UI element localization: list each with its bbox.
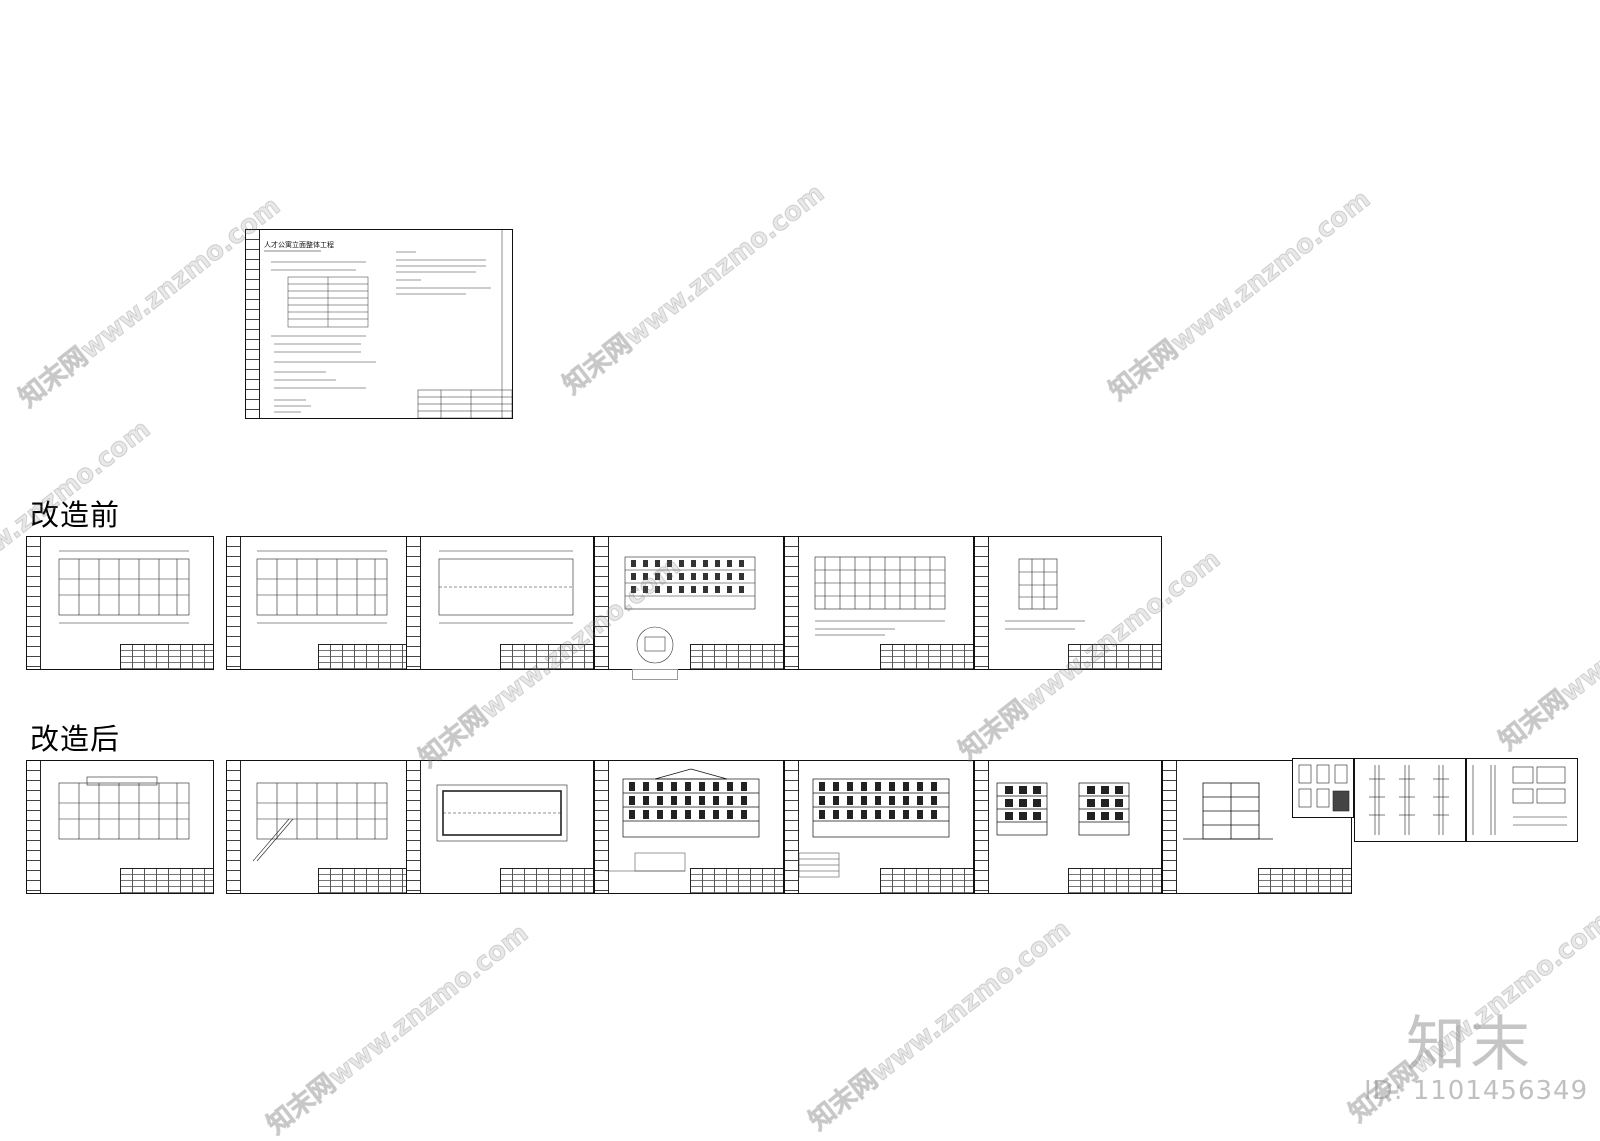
zoom-badge <box>632 669 678 680</box>
watermark: 知末网www.znzmo.com <box>261 918 535 1141</box>
detail-sheet-window-details[interactable] <box>1292 758 1354 818</box>
side-elevation-drawing <box>1005 558 1085 630</box>
after-sheet-1-floor-plan[interactable] <box>26 760 214 894</box>
floor-plan-drawing <box>58 776 190 840</box>
sheet-binding-strip <box>407 761 421 893</box>
before-sheet-5-rear-elevation[interactable] <box>784 536 974 670</box>
watermark: 知末网www.znzmo.com <box>1103 184 1377 407</box>
before-sheet-6-side-elevation[interactable] <box>974 536 1162 670</box>
floor-plan-drawing <box>58 550 190 624</box>
before-sheet-4-front-elevation[interactable] <box>594 536 784 670</box>
watermark: 知末网www.znzmo.com <box>1493 534 1600 757</box>
sheet-binding-strip <box>1163 761 1177 893</box>
sheet-binding-strip <box>595 761 609 893</box>
sheet-binding-strip <box>227 761 241 893</box>
elevation-drawing <box>624 556 756 664</box>
sheet-binding-strip <box>27 537 41 669</box>
brand-id-label: ID: 1101456349 <box>1364 1076 1589 1106</box>
after-section-label: 改造后 <box>30 722 121 756</box>
after-sheet-4-front-elevation[interactable] <box>594 760 784 894</box>
title-block <box>1068 868 1161 893</box>
title-block <box>318 644 411 669</box>
elevation-drawing <box>798 778 950 878</box>
floor-plan-drawing <box>256 550 388 624</box>
after-sheet-6-side-elevations[interactable] <box>974 760 1162 894</box>
after-sheet-5-rear-elevation[interactable] <box>784 760 974 894</box>
roof-plan-drawing <box>436 784 568 842</box>
cover-sheet-title: 人才公寓立面整体工程 <box>264 241 334 249</box>
brand-logo: 知末 <box>1406 1010 1534 1080</box>
cover-sheet[interactable]: 人才公寓立面整体工程 <box>245 229 513 419</box>
sheet-binding-strip <box>227 537 241 669</box>
title-block <box>880 868 973 893</box>
elevation-drawing <box>605 768 760 872</box>
wall-section-drawing <box>1369 765 1449 835</box>
watermark: 知末网www.znzmo.com <box>557 178 831 401</box>
side-elevation-drawing <box>996 782 1130 836</box>
elevation-drawing <box>814 556 946 636</box>
title-block <box>880 644 973 669</box>
sheet-binding-strip <box>595 537 609 669</box>
floor-plan-drawing <box>252 782 388 862</box>
cover-sheet-notes <box>264 230 512 418</box>
detail-sheet-wall-sections[interactable] <box>1354 758 1466 842</box>
detail-sheet-nodes[interactable] <box>1466 758 1578 842</box>
sheet-binding-strip <box>407 537 421 669</box>
title-block <box>500 868 593 893</box>
title-block <box>1258 868 1351 893</box>
after-sheet-2-floor-plan[interactable] <box>226 760 412 894</box>
title-block <box>500 644 593 669</box>
sheet-binding-strip <box>246 230 260 418</box>
sheet-binding-strip <box>975 537 989 669</box>
before-sheet-2-floor-plan[interactable] <box>226 536 412 670</box>
title-block <box>120 868 213 893</box>
before-section-label: 改造前 <box>30 498 121 532</box>
sheet-binding-strip <box>975 761 989 893</box>
sheet-binding-strip <box>785 537 799 669</box>
section-drawing <box>1183 782 1273 840</box>
title-block <box>690 644 783 669</box>
sheet-binding-strip <box>27 761 41 893</box>
title-block <box>120 644 213 669</box>
roof-plan-drawing <box>438 550 574 624</box>
after-sheet-3-roof-plan[interactable] <box>406 760 594 894</box>
before-sheet-1-floor-plan[interactable] <box>26 536 214 670</box>
before-sheet-3-roof-plan[interactable] <box>406 536 594 670</box>
node-detail-drawing <box>1472 765 1567 835</box>
title-block <box>690 868 783 893</box>
watermark: 知末网www.znzmo.com <box>803 914 1077 1137</box>
title-block <box>318 868 411 893</box>
sheet-binding-strip <box>785 761 799 893</box>
title-block <box>1068 644 1161 669</box>
window-detail-drawing <box>1298 764 1350 812</box>
